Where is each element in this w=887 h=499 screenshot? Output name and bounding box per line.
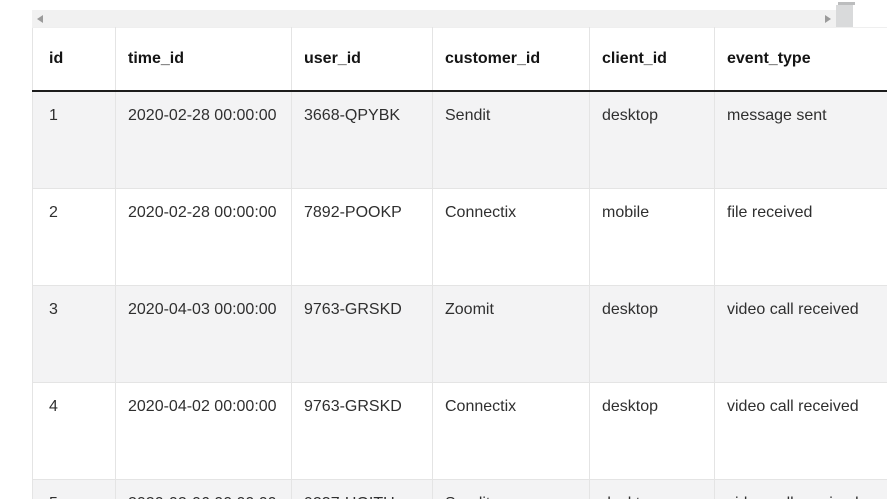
table-cell: 2020-02-06 00:00:00 bbox=[115, 479, 292, 499]
column-header: user_id bbox=[291, 27, 433, 92]
table-cell: Connectix bbox=[432, 382, 590, 480]
scrollbar-thumb[interactable] bbox=[838, 2, 855, 5]
table-cell: 3668-QPYBK bbox=[291, 90, 433, 189]
table-cell: video call received bbox=[714, 382, 887, 480]
table-cell: Zoomit bbox=[432, 285, 590, 383]
table-cell: Sendit bbox=[432, 479, 590, 499]
column-header: client_id bbox=[589, 27, 715, 92]
table-cell: desktop bbox=[589, 382, 715, 480]
table-cell: desktop bbox=[589, 479, 715, 499]
column-header: time_id bbox=[115, 27, 292, 92]
table-cell: desktop bbox=[589, 285, 715, 383]
table-cell: desktop bbox=[589, 90, 715, 189]
scroll-right-icon[interactable] bbox=[825, 14, 831, 23]
table-cell: video call received bbox=[714, 479, 887, 499]
table-cell: video call received bbox=[714, 285, 887, 383]
table-cell: 2 bbox=[32, 188, 116, 286]
table-cell: 5 bbox=[32, 479, 116, 499]
table-cell: message sent bbox=[714, 90, 887, 189]
table-cell: 4 bbox=[32, 382, 116, 480]
table-cell: Sendit bbox=[432, 90, 590, 189]
table-cell: 2020-02-28 00:00:00 bbox=[115, 90, 292, 189]
scrollbar-corner-top-right bbox=[836, 5, 853, 27]
table-cell: 7892-POOKP bbox=[291, 188, 433, 286]
table-cell: 2020-02-28 00:00:00 bbox=[115, 188, 292, 286]
horizontal-scrollbar-top[interactable] bbox=[32, 10, 836, 27]
column-header: customer_id bbox=[432, 27, 590, 92]
table-cell: 1 bbox=[32, 90, 116, 189]
table-cell: 9237-HQITU bbox=[291, 479, 433, 499]
table-cell: 9763-GRSKD bbox=[291, 285, 433, 383]
table-cell: 2020-04-03 00:00:00 bbox=[115, 285, 292, 383]
table-cell: mobile bbox=[589, 188, 715, 286]
scroll-left-icon[interactable] bbox=[37, 14, 43, 23]
table-cell: 2020-04-02 00:00:00 bbox=[115, 382, 292, 480]
table-cell: 9763-GRSKD bbox=[291, 382, 433, 480]
column-header: event_type bbox=[714, 27, 887, 92]
table-cell: Connectix bbox=[432, 188, 590, 286]
table-cell: 3 bbox=[32, 285, 116, 383]
table-cell: file received bbox=[714, 188, 887, 286]
table-row: 52020-02-06 00:00:009237-HQITUSenditdesk… bbox=[32, 479, 887, 499]
column-header: id bbox=[32, 27, 116, 92]
